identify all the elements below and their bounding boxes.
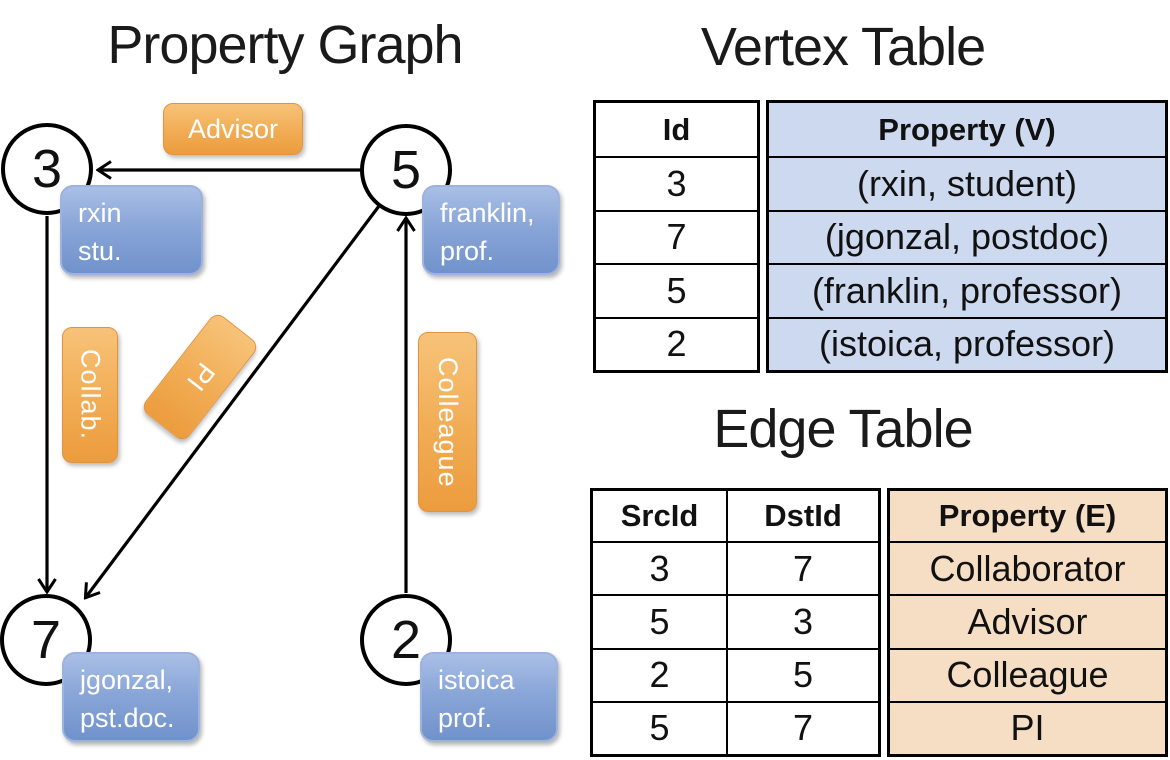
edge-label-colleague-text: Colleague [433,356,463,488]
vertex-property-box-3: rxin stu. [60,185,203,275]
vertex-property-7-line1: jgonzal, [80,665,174,695]
edge-table-header-srcid: SrcId [620,498,699,533]
vertex-table-cell-property: (franklin, professor) [769,263,1165,317]
vertex-property-2-line1: istoica [438,665,515,695]
edge-table-property-column: Property (E) Collaborator Advisor Collea… [887,488,1168,757]
vertex-property-3-line1: rxin [78,198,122,228]
edge-label-collab: Collab. [62,327,118,463]
vertex-node-5-id: 5 [390,140,422,200]
vertex-table-cell-property: (istoica, professor) [769,316,1165,371]
vertex-property-7-line2: pst.doc. [80,703,175,733]
edge-table-cell-dst: 3 [726,594,878,648]
edge-table-header-property: Property (E) [938,498,1117,533]
edge-table-cell-property: Advisor [890,594,1165,647]
edge-table-ids-columns: SrcId DstId 3 7 5 3 2 5 5 7 [590,488,881,757]
vertex-property-2-line2: prof. [438,703,493,733]
edge-table-cell-src: 2 [593,647,726,701]
vertex-table-property-column: Property (V) (rxin, student) (jgonzal, p… [766,100,1168,373]
vertex-node-2-id: 2 [390,610,422,670]
vertex-table-cell-property: (jgonzal, postdoc) [769,209,1165,264]
edge-table-cell-property: Collaborator [890,541,1165,594]
edge-table-cell-dst: 7 [726,541,878,595]
vertex-property-5-line2: prof. [440,236,495,266]
vertex-table-cell-id: 7 [596,209,757,264]
vertex-property-5-line1: franklin, [440,198,535,228]
property-graph-title: Property Graph [107,15,463,75]
vertex-property-box-2: istoica prof. [420,652,558,742]
vertex-property-3-line2: stu. [78,236,122,266]
edge-label-advisor: Advisor [163,103,303,155]
edge-label-colleague: Colleague [418,332,477,512]
edge-pi-5-to-7 [86,205,381,597]
vertex-table-header-id: Id [662,111,691,147]
vertex-table-title: Vertex Table [700,17,986,77]
edge-table-cell-src: 5 [593,594,726,647]
vertex-property-box-5: franklin, prof. [422,185,560,275]
graph-edges-layer [0,0,585,760]
vertex-table-cell-id: 2 [596,316,757,371]
edge-label-advisor-text: Advisor [187,113,279,144]
edge-table-cell-property: PI [890,700,1165,754]
vertex-node-5: 5 [360,124,452,216]
edge-table-title: Edge Table [713,399,973,459]
edge-label-collab-text: Collab. [75,349,106,441]
edge-table-cell-src: 3 [593,541,726,594]
vertex-table-cell-id: 3 [596,156,757,210]
vertex-property-box-7: jgonzal, pst.doc. [62,652,200,742]
vertex-table-cell-property: (rxin, student) [769,156,1165,210]
edge-table-cell-dst: 5 [726,647,878,701]
edge-table-cell-property: Colleague [890,647,1165,701]
vertex-node-2: 2 [360,594,452,686]
vertex-table-id-column: Id 3 7 5 2 [593,100,760,373]
vertex-node-3-id: 3 [31,139,63,199]
vertex-table-header-property: Property (V) [878,111,1056,147]
vertex-table-cell-id: 5 [596,263,757,317]
vertex-node-7-id: 7 [30,610,62,670]
edge-table-header-dstid: DstId [726,491,878,541]
edge-table-cell-dst: 7 [726,700,878,754]
edge-table-cell-src: 5 [593,700,726,754]
edge-label-pi-text: PI [180,357,221,398]
